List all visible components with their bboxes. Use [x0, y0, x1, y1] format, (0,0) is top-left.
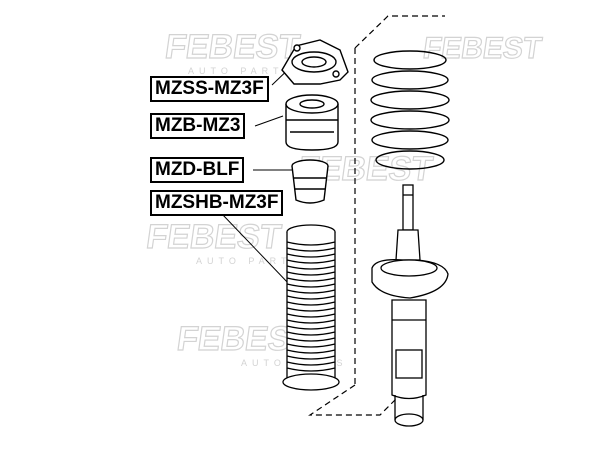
- boot-rib: [286, 361, 336, 366]
- spring-coil: [371, 70, 449, 90]
- boot-rib: [286, 241, 336, 246]
- boot-rib: [286, 247, 336, 252]
- boot-rib: [286, 337, 336, 342]
- part-label-dust-boot[interactable]: MZSHB-MZ3F: [150, 190, 284, 216]
- boot-rib: [286, 259, 336, 264]
- watermark-tagline: AUTO PARTS: [196, 256, 303, 266]
- spring-coil: [375, 150, 445, 170]
- shock-absorber-part: [371, 184, 449, 427]
- watermark-brand: FEBEST: [144, 218, 284, 256]
- spring-coil: [371, 130, 449, 150]
- boot-rib: [286, 349, 336, 354]
- boot-rib: [286, 325, 336, 330]
- boot-rib: [286, 367, 336, 372]
- boot-rib: [286, 295, 336, 300]
- boot-rib: [286, 355, 336, 360]
- boot-rib: [286, 265, 336, 270]
- boot-rib: [286, 307, 336, 312]
- part-label-top-mount[interactable]: MZSS-MZ3F: [150, 76, 269, 102]
- boot-rib: [286, 319, 336, 324]
- boot-rib: [286, 289, 336, 294]
- part-label-bearing[interactable]: MZB-MZ3: [150, 113, 246, 139]
- boot-rib: [286, 277, 336, 282]
- spring-coil: [370, 110, 450, 130]
- boot-rib: [286, 271, 336, 276]
- boot-rib: [286, 313, 336, 318]
- boot-rib: [286, 331, 336, 336]
- boot-rib: [286, 253, 336, 258]
- boot-rib: [286, 343, 336, 348]
- part-label-bump-stop[interactable]: MZD-BLF: [150, 157, 245, 183]
- watermark-brand: FEBEST: [163, 28, 303, 66]
- boot-ribs: [286, 241, 336, 372]
- bump-stop-part: [291, 159, 329, 204]
- dust-boot-part: [282, 224, 340, 391]
- leader-lines: [221, 61, 297, 286]
- boot-rib: [286, 283, 336, 288]
- spring-coil: [370, 90, 450, 110]
- watermark-tagline: AUTO PARTS: [188, 66, 295, 76]
- top-mount-part: [281, 39, 349, 85]
- spring-coil: [373, 50, 447, 70]
- coil-spring-part: [370, 50, 450, 170]
- watermark-brand: FEBEST: [421, 32, 544, 65]
- bearing-part: [285, 94, 339, 151]
- boot-rib: [286, 301, 336, 306]
